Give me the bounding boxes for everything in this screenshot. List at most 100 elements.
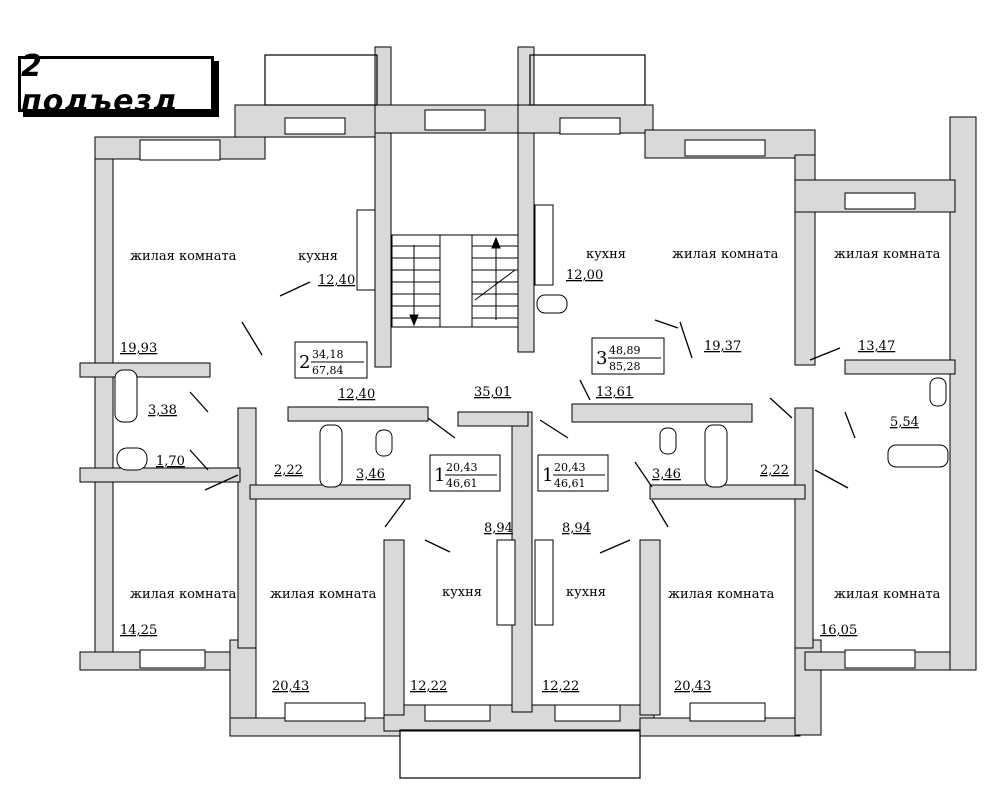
area-hall-center: 35,01 [474,385,511,400]
label-living-top-right: жилая комната [834,247,941,262]
toilet-mid-right [659,427,677,455]
area-kitchen-top-right: 12,00 [566,268,603,283]
area-lr-top-midright: 19,37 [704,339,741,354]
apt2-total: 85,28 [609,360,641,373]
window-7 [139,649,206,669]
label-living-bot-midright: жилая комната [668,587,775,602]
doors [189,281,856,554]
area-bath-right: 5,54 [890,415,919,430]
toilet-right [929,377,947,407]
apt2-rooms: 3 [596,348,607,369]
area-hall-left: 12,40 [338,387,375,402]
bathtub-mid-right [704,424,728,488]
room-areas: 19,93 12,40 12,00 19,37 13,47 3,38 1,70 … [120,268,919,694]
window-1 [139,139,221,161]
entrance-title-box: 2 подъезд [18,49,214,119]
wall-hall-center [457,411,529,427]
area-lr-bot-midright: 20,43 [674,679,711,694]
window-4 [559,117,621,135]
kitchen-counter-top-right [534,204,554,286]
area-bath-mid-right: 3,46 [652,467,681,482]
area-closet-right: 2,22 [760,463,789,478]
label-living-bot-left: жилая комната [130,587,237,602]
toilet-top-right [536,294,568,314]
area-lr-bot-right: 16,05 [820,623,857,638]
label-kitchen-top-left: кухня [298,249,338,264]
wall-hall-right [571,403,753,423]
area-bath-left: 3,38 [148,403,177,418]
window-11 [689,702,766,722]
window-5 [684,139,766,157]
window-10 [554,704,621,722]
wall-bath-top-right [844,359,956,375]
kitchen-counter-bottom-right [534,539,554,626]
label-living-bot-midleft: жилая комната [270,587,377,602]
bathtub-mid-left [319,424,343,488]
area-hall-right: 13,61 [596,385,633,400]
entrance-title: 2 подъезд [21,49,179,119]
stair-well [391,234,519,328]
area-lr-top-left: 19,93 [120,341,157,356]
apt1-total: 67,84 [312,364,344,377]
wall-stair-right [517,46,535,353]
apt3-living: 20,43 [446,461,478,474]
bathtub-right [887,444,949,468]
apartment-badge-2: 3 48,89 85,28 [591,337,665,375]
windows [139,109,916,722]
area-lr-top-right: 13,47 [858,339,895,354]
window-6 [844,192,916,210]
balconies [264,54,646,779]
area-wc-left: 1,70 [156,454,185,469]
area-closet-left: 2,22 [274,463,303,478]
area-bath-mid-left: 3,46 [356,467,385,482]
kitchen-counter-bottom-left [496,539,516,626]
wall-kitchen-left [383,539,405,716]
room-labels: жилая комната кухня кухня жилая комната … [130,247,941,602]
kitchen-counter-top-left [356,209,376,291]
area-lr-bot-midleft: 20,43 [272,679,309,694]
window-3 [424,109,486,131]
toilet-mid-left [375,429,393,457]
apt4-rooms: 1 [542,465,553,486]
label-living-top-midright: жилая комната [672,247,779,262]
label-kitchen-bot-right: кухня [566,585,606,600]
window-8 [284,702,366,722]
wall-wc-bottom-left [79,467,241,483]
apt3-total: 46,61 [446,477,478,490]
window-9 [424,704,491,722]
wall-mid-left [237,407,257,649]
fixtures [114,204,949,626]
apt3-rooms: 1 [434,465,445,486]
apt2-living: 48,89 [609,344,641,357]
label-living-top-left: жилая комната [130,249,237,264]
area-lr-bot-left: 14,25 [120,623,157,638]
apt1-living: 34,18 [312,348,344,361]
label-living-bot-right: жилая комната [834,587,941,602]
apartment-badge-4: 1 20,43 46,61 [537,454,609,492]
bathtub-left [114,369,138,423]
apt1-rooms: 2 [299,352,310,373]
apt4-total: 46,61 [554,477,586,490]
wall-bath-top-left [79,362,211,378]
area-hall-bot-right: 8,94 [562,521,591,536]
balcony-top-left [264,54,378,106]
area-hall-bot-left: 8,94 [484,521,513,536]
area-kitchen-bot-left: 12,22 [410,679,447,694]
label-kitchen-bot-left: кухня [442,585,482,600]
apt4-living: 20,43 [554,461,586,474]
wall-west [94,136,114,670]
window-2 [284,117,346,135]
staircase [391,234,519,328]
window-12 [844,649,916,669]
apartment-badge-1: 2 34,18 67,84 [294,341,368,379]
area-kitchen-top-left: 12,40 [318,273,355,288]
wall-kitchen-right [639,539,661,716]
apartment-badge-3: 1 20,43 46,61 [429,454,501,492]
area-kitchen-bot-right: 12,22 [542,679,579,694]
wall-mid-right [794,407,814,649]
balcony-bottom [399,729,641,779]
wall-hall-bottom-right [649,484,806,500]
balcony-top-right [529,54,646,106]
